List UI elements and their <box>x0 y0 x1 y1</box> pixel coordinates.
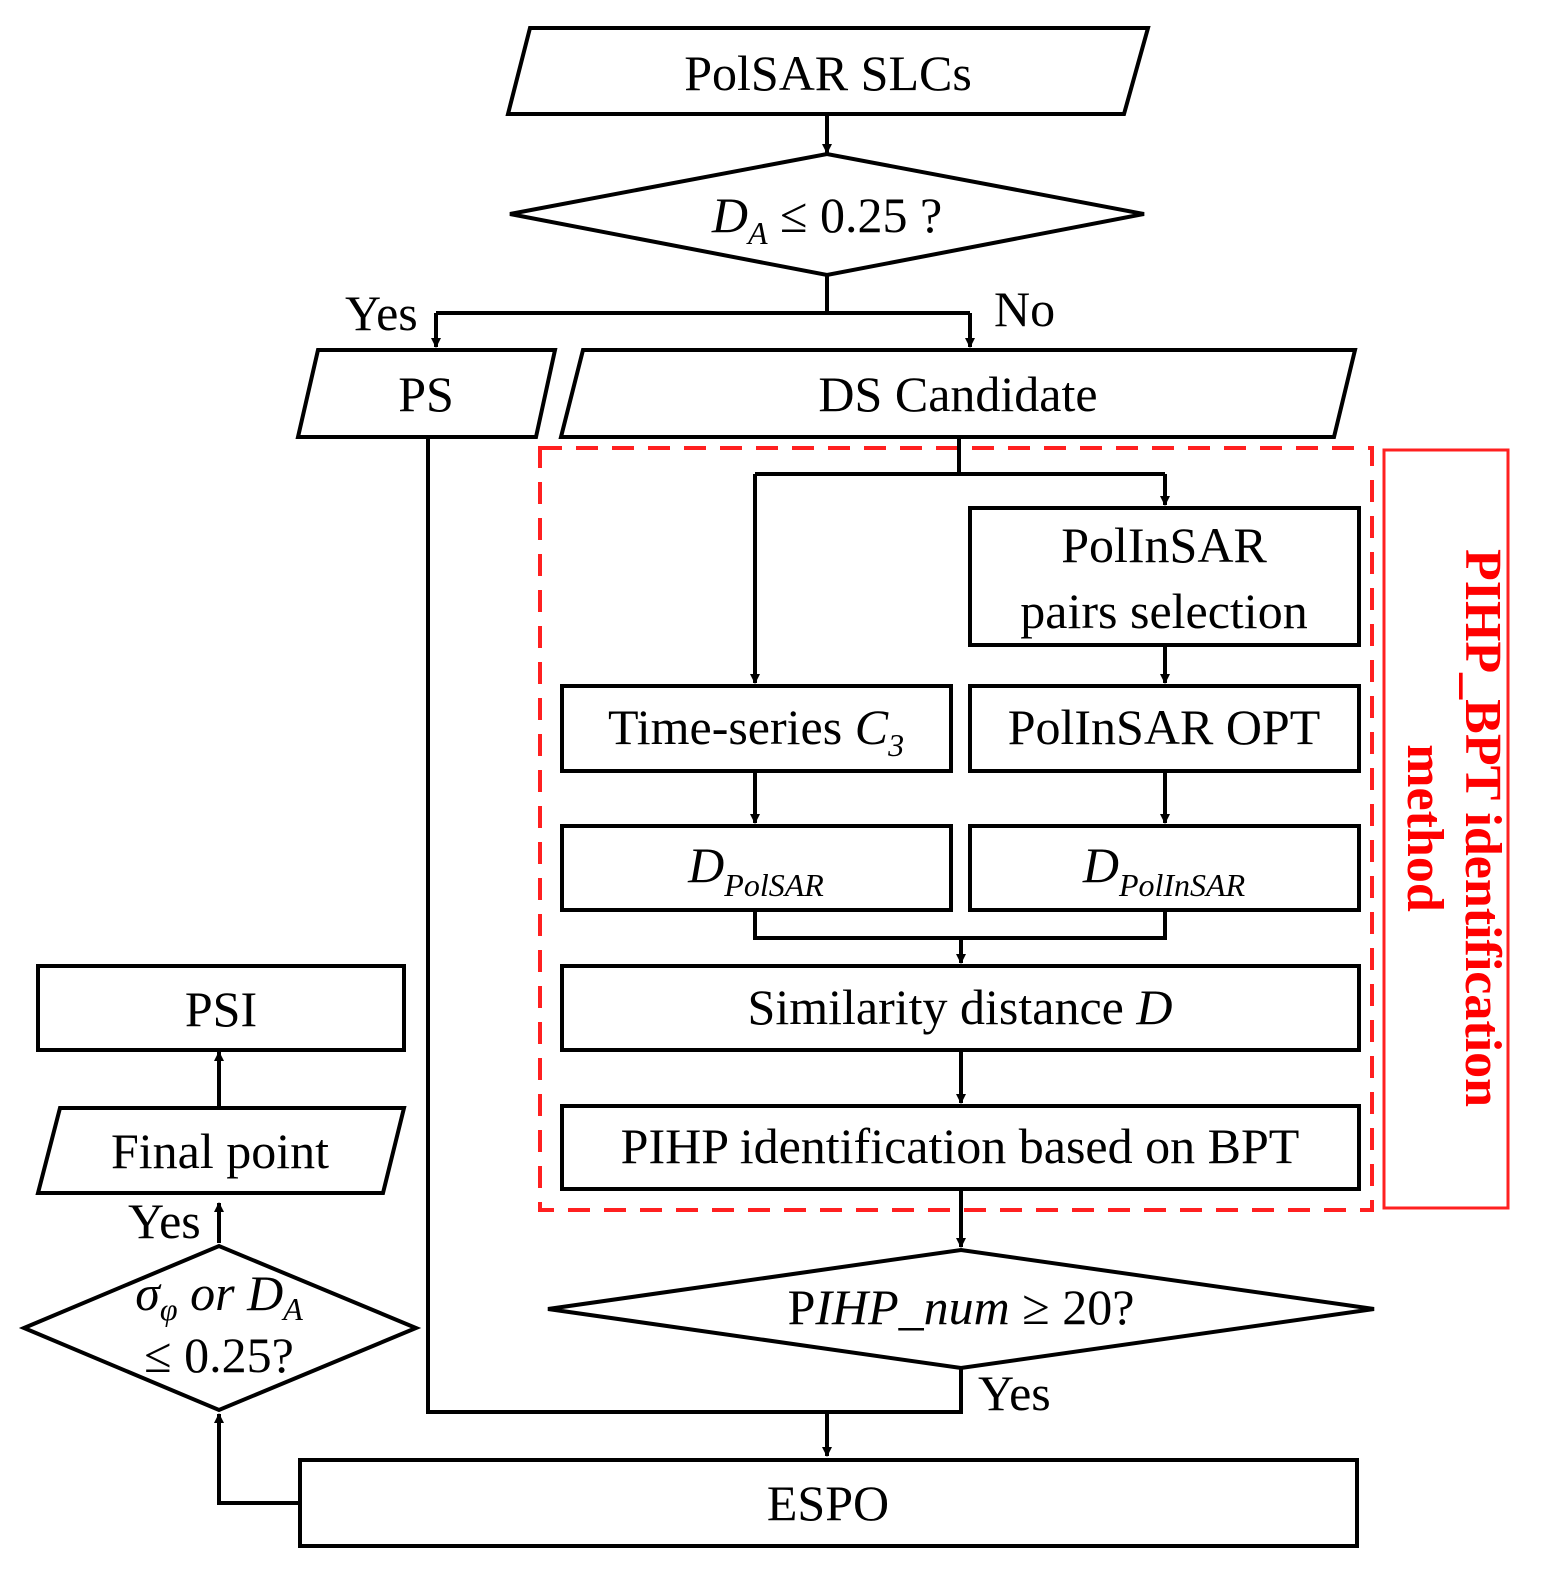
yes-label-ps: Yes <box>345 285 418 341</box>
espo-label: ESPO <box>767 1475 889 1531</box>
yes-label-pihp: Yes <box>978 1365 1051 1421</box>
pihp-bpt-label-line1: PIHP_BPT identification <box>1454 549 1511 1107</box>
sigma-da-label-line2: ≤ 0.25? <box>144 1327 294 1383</box>
yes-label-final: Yes <box>128 1193 201 1249</box>
time-series-c3-label: Time-series C3 <box>608 699 904 763</box>
final-point-label: Final point <box>111 1123 329 1179</box>
polsar-slcs-label: PolSAR SLCs <box>684 45 972 101</box>
polinsar-pairs-label-line1: PolInSAR <box>1061 517 1267 573</box>
d-polsar-node <box>560 824 953 912</box>
ps-label: PS <box>398 366 454 422</box>
psi-label: PSI <box>185 981 257 1037</box>
polinsar-opt-label: PolInSAR OPT <box>1008 699 1321 755</box>
da-threshold-label: DA ≤ 0.25 ? <box>711 187 942 251</box>
pihp-bpt-group-dashed-box <box>538 446 1374 1212</box>
d-polinsar-node <box>968 824 1361 912</box>
ds-candidate-node <box>558 348 1358 439</box>
similarity-distance-label: Similarity distance D <box>748 979 1173 1035</box>
polinsar-pairs-selection-node <box>968 506 1361 647</box>
edge-espo-to-sigma <box>214 1413 298 1505</box>
ps-node <box>295 348 558 439</box>
sigma-da-decision <box>18 1243 422 1413</box>
edge-merge-d <box>753 910 1167 940</box>
polinsar-pairs-label-line2: pairs selection <box>1020 583 1307 639</box>
pihp-bpt-label-box <box>1382 448 1510 1210</box>
d-polsar-label: DPolSAR <box>687 837 824 903</box>
time-series-c3-node <box>560 684 953 773</box>
similarity-distance-node <box>560 964 1361 1052</box>
da-threshold-decision <box>509 151 1145 278</box>
pihp-bpt-label-line2: method <box>1396 744 1453 912</box>
no-label-ds: No <box>994 281 1055 337</box>
d-polinsar-label: DPolInSAR <box>1082 837 1246 903</box>
pihp-num-decision <box>547 1247 1375 1371</box>
polsar-slcs-node <box>505 26 1151 116</box>
polinsar-opt-node <box>968 684 1361 773</box>
espo-node <box>298 1458 1359 1548</box>
pihp-identification-node <box>560 1104 1361 1191</box>
pihp-identification-label: PIHP identification based on BPT <box>621 1118 1300 1174</box>
pihp-num-label: PIHP_num ≥ 20? <box>788 1279 1135 1335</box>
sigma-da-label-line1: σφ or DA <box>135 1265 303 1327</box>
final-point-node <box>35 1106 407 1195</box>
psi-node <box>36 964 406 1052</box>
ds-candidate-label: DS Candidate <box>818 366 1097 422</box>
edge-ps-and-pihp-join <box>426 438 963 1414</box>
